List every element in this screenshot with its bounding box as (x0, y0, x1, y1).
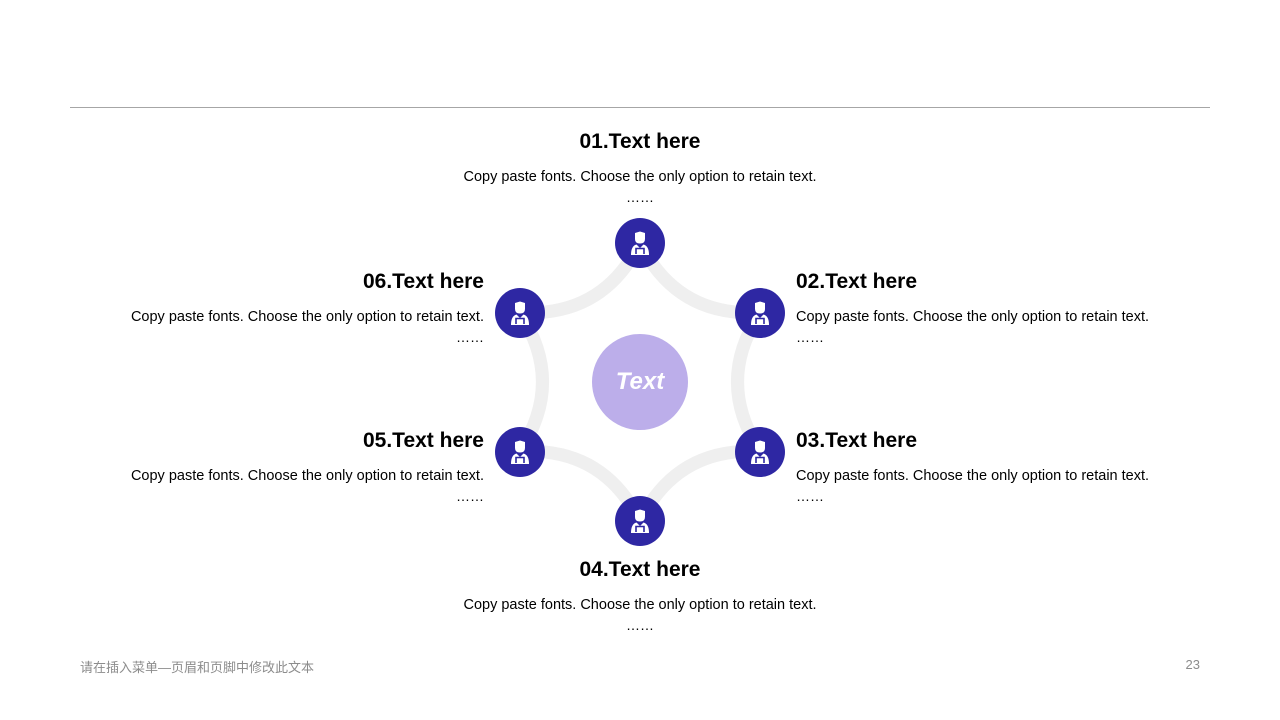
node-04 (615, 496, 665, 546)
node-01 (615, 218, 665, 268)
item-03-desc: Copy paste fonts. Choose the only option… (796, 468, 1150, 484)
item-03-block: 03.Text here Copy paste fonts. Choose th… (796, 429, 1156, 503)
item-02-desc: Copy paste fonts. Choose the only option… (796, 309, 1150, 325)
item-03-dots: …… (796, 488, 824, 504)
item-04-dots: …… (626, 617, 654, 633)
center-label: Text (615, 368, 665, 395)
item-02-block: 02.Text here Copy paste fonts. Choose th… (796, 270, 1156, 344)
top-divider (70, 107, 1210, 108)
item-01-title: 01.Text here (579, 130, 701, 153)
item-05-desc: Copy paste fonts. Choose the only option… (130, 468, 484, 484)
footer-text: 请在插入菜单—页眉和页脚中修改此文本 (80, 660, 315, 675)
user-icon (745, 298, 775, 328)
node-06 (494, 287, 545, 338)
item-01-block: 01.Text here Copy paste fonts. Choose th… (460, 130, 820, 204)
user-icon (505, 298, 535, 328)
item-04-block: 04.Text here Copy paste fonts. Choose th… (460, 558, 820, 632)
node-02 (735, 287, 786, 338)
user-icon (505, 437, 535, 467)
page-number: 23 (1185, 657, 1200, 672)
user-icon (625, 506, 655, 536)
item-05-title: 05.Text here (362, 429, 484, 452)
node-05 (494, 426, 545, 477)
item-06-dots: …… (456, 329, 484, 345)
item-01-dots: …… (626, 189, 654, 205)
item-04-title: 04.Text here (579, 558, 701, 581)
node-03 (735, 426, 786, 477)
item-05-block: 05.Text here Copy paste fonts. Choose th… (124, 429, 484, 503)
center-circle: Text (592, 334, 688, 430)
item-02-dots: …… (796, 329, 824, 345)
user-icon (745, 437, 775, 467)
item-04-desc: Copy paste fonts. Choose the only option… (463, 597, 817, 613)
user-icon (625, 228, 655, 258)
item-03-title: 03.Text here (796, 429, 918, 452)
item-01-desc: Copy paste fonts. Choose the only option… (463, 169, 817, 185)
item-06-block: 06.Text here Copy paste fonts. Choose th… (124, 270, 484, 344)
item-06-desc: Copy paste fonts. Choose the only option… (130, 309, 484, 325)
item-02-title: 02.Text here (796, 270, 918, 293)
item-05-dots: …… (456, 488, 484, 504)
item-06-title: 06.Text here (362, 270, 484, 293)
